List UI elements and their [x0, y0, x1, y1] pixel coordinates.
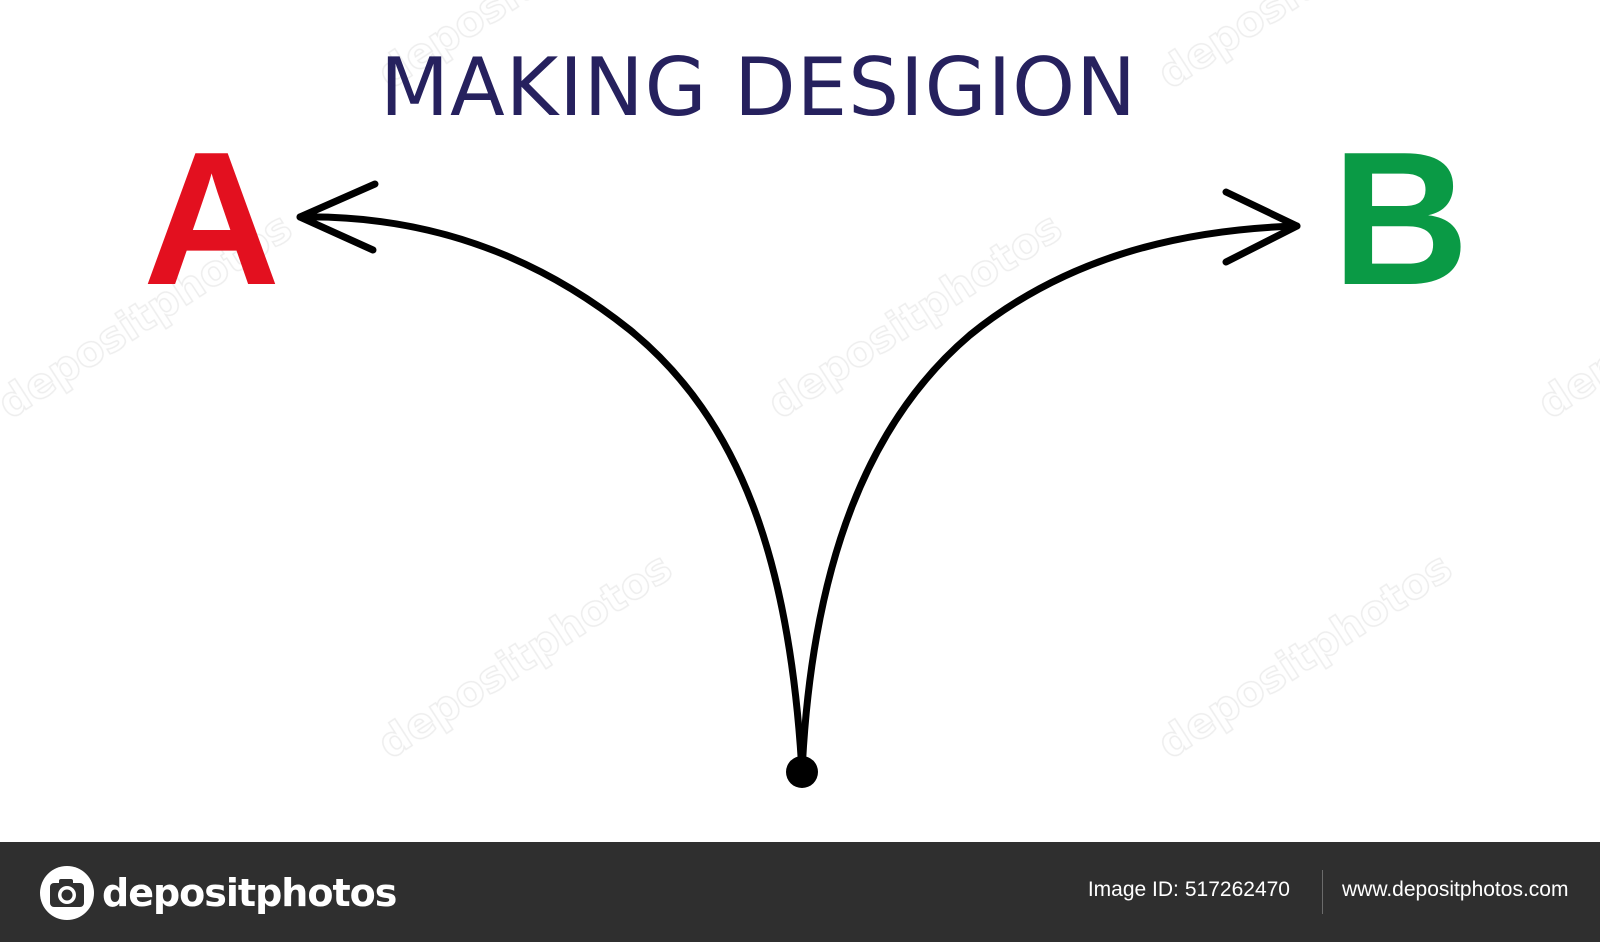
arrow-head-a: [296, 180, 379, 254]
arrow-to-b: [798, 222, 1301, 776]
watermark-layer: depositphotos depositphotos depositphoto…: [0, 0, 1600, 769]
decision-arrows: [296, 180, 1301, 788]
footer-divider: [1322, 870, 1323, 914]
arrow-to-a: [296, 213, 806, 776]
option-a-label: A: [143, 113, 281, 325]
arrow-head-b: [1222, 188, 1301, 266]
image-id-label: Image ID:: [1087, 878, 1179, 901]
option-b-label: B: [1332, 113, 1470, 325]
origin-dot: [786, 756, 818, 788]
brand-name: depositphotos: [102, 871, 397, 915]
diagram-title: MAKING DESIGION: [380, 41, 1137, 134]
camera-icon: [40, 866, 94, 920]
brand-logo[interactable]: depositphotos: [38, 864, 397, 922]
site-url-link[interactable]: www.depositphotos.com: [1342, 878, 1569, 901]
footer-bar: depositphotos Image ID: 517262470 www.de…: [0, 842, 1600, 942]
image-id: Image ID: 517262470: [1088, 878, 1290, 902]
diagram-canvas: depositphotos depositphotos depositphoto…: [0, 0, 1600, 788]
image-id-value: 517262470: [1184, 878, 1290, 901]
